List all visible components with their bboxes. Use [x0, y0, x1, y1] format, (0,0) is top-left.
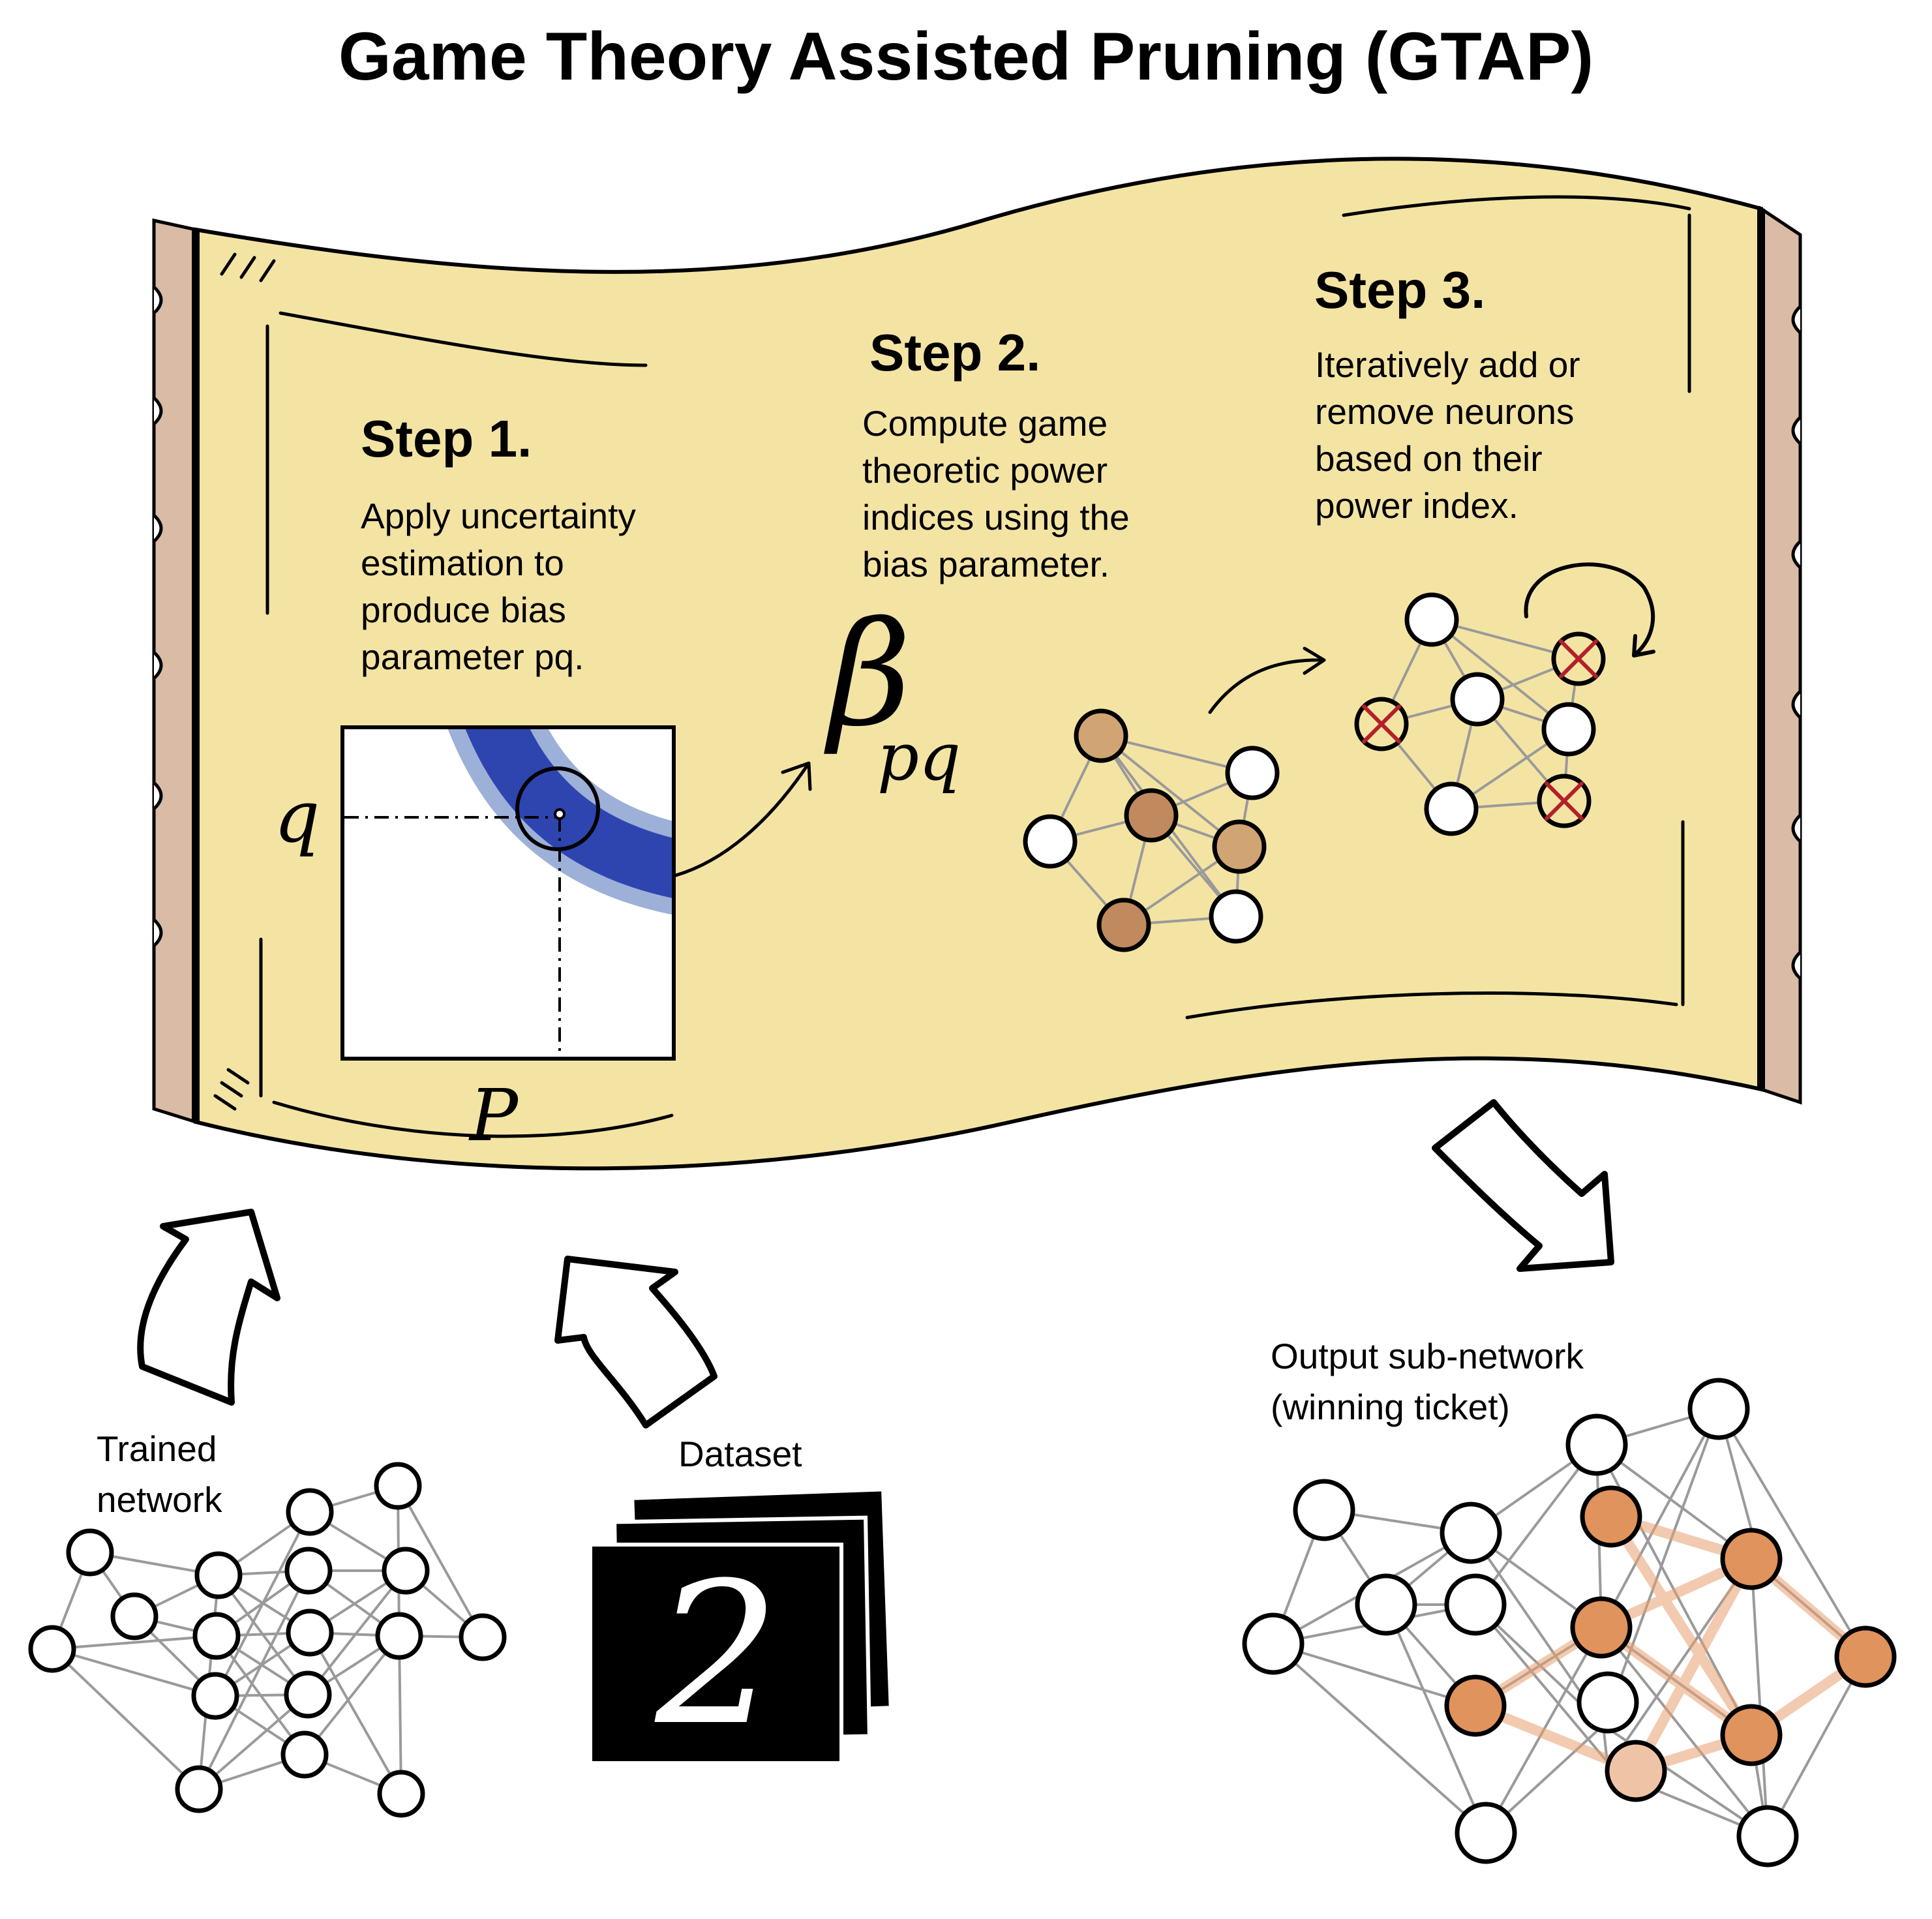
estimate-point: [554, 808, 566, 820]
step-3-heading: Step 3.: [1314, 261, 1485, 319]
output-arrow: [1432, 1099, 1614, 1272]
neuron: [1209, 889, 1263, 944]
neuron-kept: [1720, 1704, 1783, 1766]
step-2-line: Compute game: [862, 403, 1108, 444]
step-2-line: indices using the: [862, 497, 1130, 537]
output-network: [1242, 1378, 1897, 1867]
neuron: [375, 1612, 423, 1660]
neuron: [1212, 819, 1267, 874]
trained-network: [28, 1462, 507, 1818]
step-2-network: [1023, 708, 1280, 952]
neuron: [1124, 788, 1179, 843]
step-1-heading: Step 1.: [361, 410, 532, 468]
output-label: Output sub-network: [1271, 1336, 1584, 1376]
step-3-line: remove neurons: [1315, 391, 1574, 432]
neuron: [194, 1551, 243, 1599]
neuron: [286, 1609, 334, 1657]
step-2-line: theoretic power: [862, 450, 1108, 491]
dataset-stack: 2: [588, 1487, 893, 1768]
neuron: [1355, 1573, 1417, 1636]
neuron: [66, 1528, 114, 1577]
step-3-line: power index.: [1315, 485, 1518, 526]
neuron: [284, 1670, 332, 1719]
neuron: [382, 1547, 430, 1595]
dataset-label: Dataset: [678, 1434, 802, 1474]
neuron-kept: [1605, 1740, 1667, 1802]
neuron-kept: [1444, 1674, 1507, 1737]
step-3-text: Step 3. Iteratively add or remove neuron…: [1314, 261, 1580, 526]
neuron: [110, 1592, 158, 1640]
neuron: [377, 1770, 425, 1818]
neuron-kept: [1720, 1528, 1783, 1590]
step-2-to-3-arrow: [1208, 646, 1326, 714]
mnist-digit: 2: [652, 1541, 780, 1768]
neuron-kept: [1570, 1596, 1633, 1659]
neuron: [1074, 708, 1128, 763]
beta-subscript: pq: [877, 719, 961, 795]
neuron: [192, 1612, 241, 1660]
diagram-title: Game Theory Assisted Pruning (GTAP): [339, 19, 1593, 95]
neuron: [191, 1672, 239, 1720]
neuron: [1424, 781, 1479, 836]
trained-network-label: network: [97, 1479, 222, 1520]
uncertainty-plot: q P: [274, 725, 676, 1157]
winning-ticket-paths: [1470, 1511, 1871, 1776]
neuron: [1225, 746, 1280, 800]
neuron: [1404, 592, 1459, 647]
beta-parameter: β pq: [824, 591, 961, 795]
neuron: [1541, 702, 1596, 757]
neuron: [1293, 1479, 1355, 1541]
step-1-line: Apply uncertainty: [361, 496, 636, 536]
neuron: [1565, 1413, 1628, 1476]
step-3-line: based on their: [1315, 438, 1543, 479]
step-1-text: Step 1. Apply uncertainty estimation to …: [361, 410, 636, 677]
neuron: [1096, 898, 1151, 952]
step-1-line: parameter pq.: [361, 637, 584, 677]
neuron: [1455, 1802, 1517, 1864]
neuron-kept: [1580, 1485, 1642, 1548]
estimate-circle: [515, 766, 600, 851]
output-label: (winning ticket): [1271, 1387, 1510, 1427]
neuron: [1242, 1612, 1305, 1675]
beta-symbol: β: [824, 591, 911, 758]
neuron: [286, 1488, 334, 1536]
step-1-line: estimation to: [361, 543, 564, 583]
mnist-image: [588, 1543, 843, 1765]
neuron: [1736, 1805, 1799, 1867]
neuron: [284, 1547, 333, 1595]
plot-x-label: P: [468, 1074, 519, 1157]
neuron: [1440, 1502, 1502, 1564]
step-3-network: [1354, 562, 1655, 836]
neuron: [28, 1625, 76, 1673]
iterate-loop-arrow: [1524, 562, 1655, 657]
dataset-arrow: [554, 1256, 717, 1428]
plot-to-beta-arrow: [674, 761, 812, 877]
step-1-line: produce bias: [361, 590, 566, 630]
plot-y-label: q: [274, 775, 320, 858]
neuron: [175, 1765, 223, 1813]
neuron: [374, 1462, 422, 1510]
trained-network-arrow: [137, 1209, 280, 1406]
neuron: [1577, 1671, 1639, 1734]
step-2-text: Step 2. Compute game theoretic power ind…: [862, 324, 1130, 584]
neuron: [1687, 1378, 1750, 1440]
step-3-line: Iteratively add or: [1315, 344, 1580, 385]
step-2-heading: Step 2.: [869, 324, 1040, 382]
neuron: [280, 1730, 329, 1779]
neuron: [1023, 814, 1078, 869]
neuron: [1444, 1573, 1507, 1636]
trained-network-label: Trained: [97, 1428, 217, 1469]
neuron: [459, 1613, 507, 1661]
step-2-line: bias parameter.: [862, 544, 1109, 584]
neuron-kept: [1834, 1625, 1897, 1688]
prune-cross-marks: [1362, 639, 1598, 821]
neuron: [1450, 672, 1505, 727]
